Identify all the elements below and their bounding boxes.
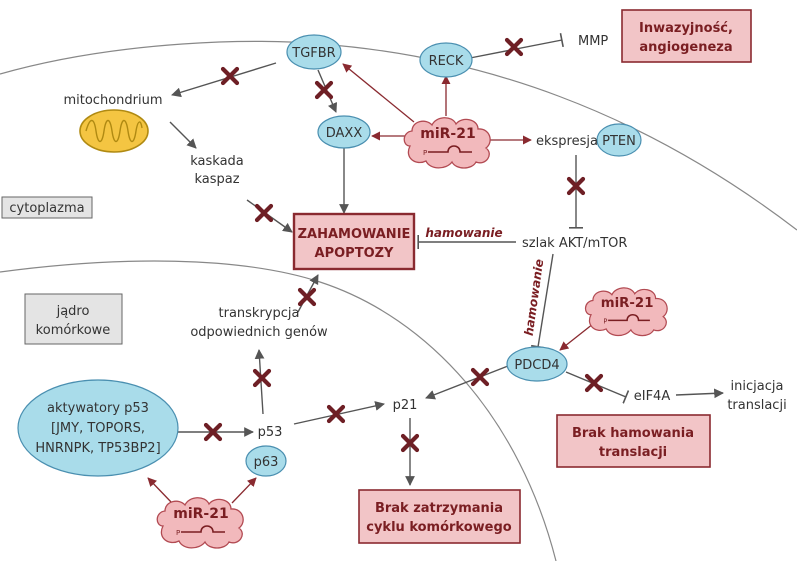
hairpin-icon: P	[603, 313, 650, 325]
node-daxx: DAXX	[317, 115, 371, 149]
edge-akt-pdcd4	[530, 253, 554, 349]
label-inhibition-vertical: hamowanie	[522, 258, 547, 337]
outcome-cellcycle-line2: cyklu komórkowego	[366, 520, 512, 535]
label-mitochondrium: mitochondrium	[63, 93, 162, 108]
cytoplasm-label: cytoplazma	[9, 201, 84, 216]
label-p53: p53	[258, 425, 283, 440]
outcome-apoptosis: ZAHAMOWANIE APOPTOZY	[292, 212, 416, 271]
outcome-invasion-line1: Inwazyjność,	[639, 21, 733, 36]
block-mark	[507, 40, 521, 54]
outcome-cellcycle: Brak zatrzymania cyklu komórkowego	[358, 489, 521, 544]
node-p53-activators: aktywatory p53 [JMY, TOPORS, HNRNPK, TP5…	[17, 379, 179, 477]
node-pten: PTEN	[596, 123, 642, 157]
outcome-translation: Brak hamowania translacji	[556, 414, 711, 468]
nucleus-label-line1: jądro	[56, 304, 90, 319]
outcome-translation-line2: translacji	[599, 445, 667, 460]
outcome-apoptosis-line2: APOPTOZY	[315, 246, 395, 261]
block-mark	[257, 206, 271, 220]
label-eif4a: eIF4A	[634, 389, 671, 404]
outcome-cellcycle-line1: Brak zatrzymania	[375, 501, 503, 516]
node-pten-label: PTEN	[602, 134, 636, 149]
label-inhibition-horizontal: hamowanie	[425, 226, 502, 240]
edge-mir21-p63	[231, 477, 257, 504]
node-reck-label: RECK	[429, 54, 464, 69]
node-p63: p63	[245, 445, 287, 477]
label-transcription-line2: odpowiednich genów	[190, 325, 328, 340]
edge-pdcd4-p21	[425, 365, 509, 400]
label-akt-mtor: szlak AKT/mTOR	[522, 236, 627, 251]
mir21-mark: P	[603, 317, 607, 325]
label-initiation-line2: translacji	[727, 398, 786, 413]
edge-mir21-activators	[147, 477, 173, 504]
block-mark	[300, 290, 314, 304]
edge-tgfbr-mitochondrium	[171, 62, 277, 98]
mir21-cloud-right: miR-21 P	[584, 287, 668, 337]
outcome-translation-line1: Brak hamowania	[572, 426, 694, 441]
node-pdcd4-label: PDCD4	[514, 358, 559, 373]
cell-membrane	[0, 40, 797, 231]
p53-activators-line3: HNRNPK, TP53BP2]	[35, 441, 160, 456]
label-initiation-line1: inicjacja	[731, 379, 784, 394]
label-pten-expression: ekspresja	[536, 134, 598, 149]
outcome-invasion: Inwazyjność, angiogeneza	[621, 9, 752, 63]
p53-activators-line2: [JMY, TOPORS,	[51, 421, 145, 436]
hairpin-icon: P	[176, 525, 225, 537]
label-mmp: MMP	[578, 34, 608, 49]
node-tgfbr-label: TGFBR	[291, 46, 335, 61]
outcome-apoptosis-line1: ZAHAMOWANIE	[298, 227, 411, 242]
p53-activators-line1: aktywatory p53	[47, 401, 149, 416]
block-mark	[587, 376, 601, 390]
mir21-label: miR-21	[420, 126, 475, 142]
mir21-cloud-bottom: miR-21 P	[156, 497, 244, 549]
mir21-mark: P	[176, 529, 180, 537]
mir21-label: miR-21	[173, 506, 228, 522]
node-reck: RECK	[419, 42, 473, 78]
mir21-mark: P	[423, 149, 427, 157]
label-p21: p21	[393, 398, 418, 413]
node-pdcd4: PDCD4	[506, 346, 568, 382]
nuclear-membrane	[0, 260, 557, 561]
mitochondrium-icon	[79, 109, 149, 153]
node-daxx-label: DAXX	[326, 126, 363, 141]
outcome-invasion-line2: angiogeneza	[639, 40, 732, 55]
block-mark	[473, 370, 487, 384]
edge-p53-p21	[293, 401, 385, 425]
cytoplasm-label-box	[1, 196, 93, 219]
label-caspase-line1: kaskada	[190, 154, 244, 169]
block-mark	[255, 371, 269, 385]
node-p63-label: p63	[254, 455, 279, 470]
label-caspase-line2: kaspaz	[194, 172, 239, 187]
node-tgfbr: TGFBR	[286, 34, 342, 70]
edge-mir21-tgfbr	[342, 63, 415, 123]
hairpin-icon: P	[423, 145, 472, 157]
nucleus-label-line2: komórkowe	[36, 323, 111, 338]
edge-mito-caspase	[169, 121, 197, 149]
label-transcription-line1: transkrypcja	[219, 306, 300, 321]
mir21-cloud-center: miR-21 P	[403, 117, 491, 169]
edge-eif4a-initiation	[675, 388, 724, 399]
edge-p53-transcription	[254, 349, 265, 415]
mir21-label: miR-21	[601, 296, 654, 311]
nucleus-label-box	[24, 293, 123, 345]
